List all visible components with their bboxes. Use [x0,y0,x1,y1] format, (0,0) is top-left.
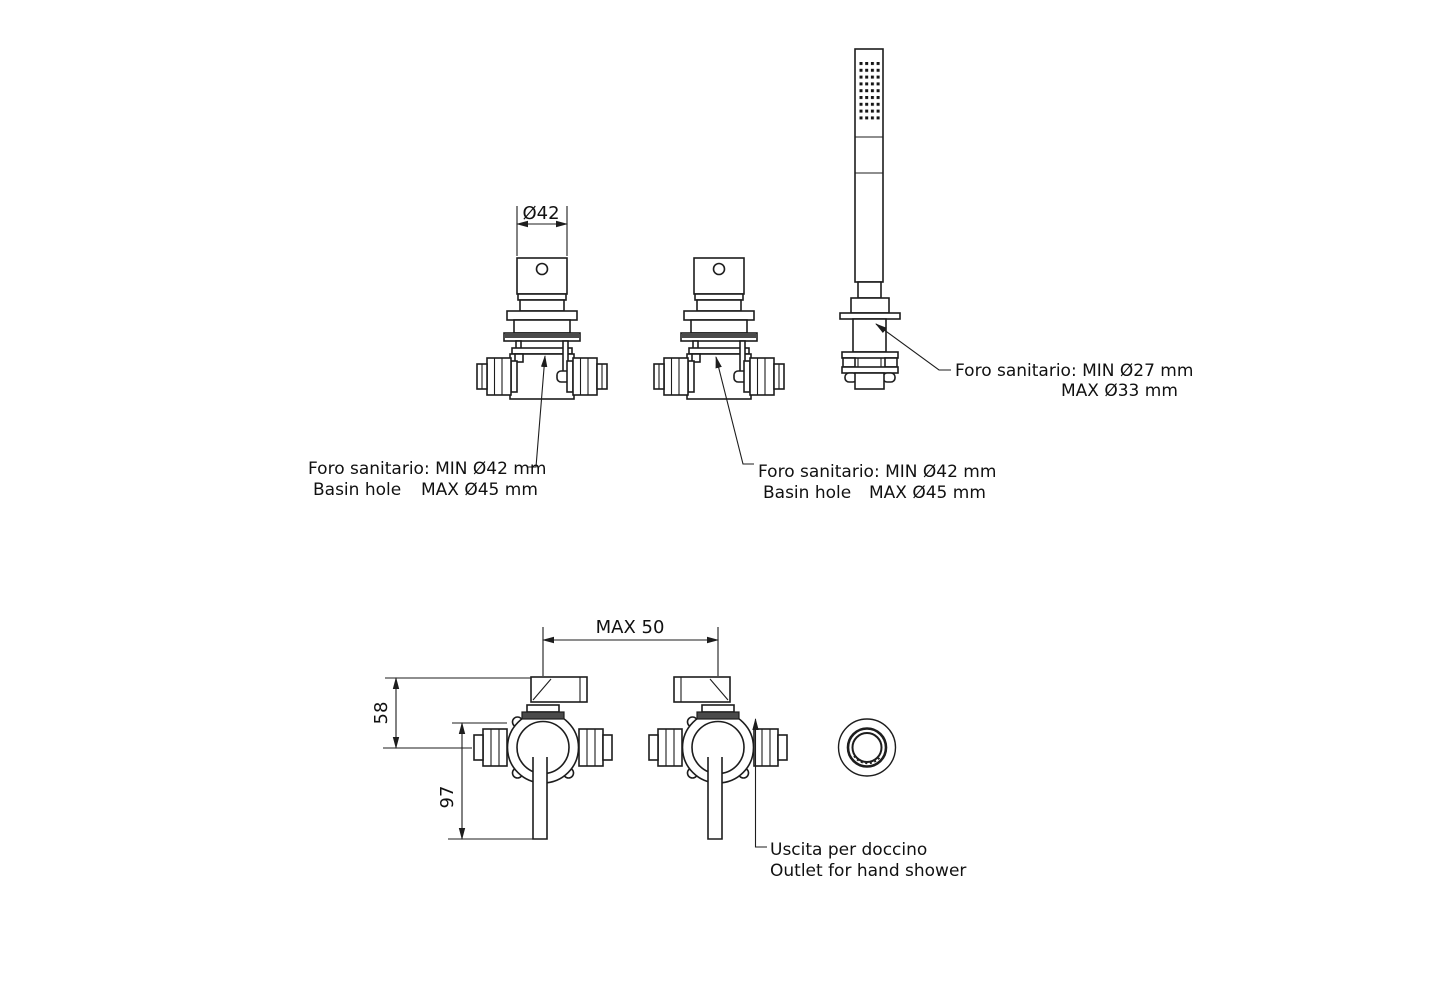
note-line2-value: MAX Ø45 mm [421,480,538,500]
note-line2: Outlet for hand shower [770,861,966,881]
deck-flange [839,312,901,320]
clamp-nut-right [884,357,898,368]
valve-top-view-2 [648,676,788,840]
dim-center-distance-label: MAX 50 [596,617,665,638]
spout-pipe [530,676,588,703]
leader-basin-hole-middle [715,356,754,465]
valve-side-view-1 [476,257,608,400]
dim-height-total: 97 [437,722,547,840]
note-basin-hole-middle: Foro sanitario: MIN Ø42 mm Basin hole MA… [758,462,996,503]
clamp-nut-left [842,357,856,368]
note-shower-hole: Foro sanitario: MIN Ø27 mm MAX Ø33 mm [955,361,1193,401]
valve-top-view-1 [473,676,613,840]
shower-socket-top-view [837,718,897,777]
dim-center-distance: MAX 50 [542,617,719,676]
dim-height-to-spout: 58 [371,677,531,749]
note-line2: MAX Ø33 mm [1061,381,1178,401]
spout-pipe [673,676,731,703]
hand-shower-side-view [839,48,901,390]
note-line2-label: Basin hole [313,480,401,500]
socket-inner-ring [851,732,883,763]
note-line2-value: MAX Ø45 mm [869,483,986,503]
dim-handle-diameter-label: Ø42 [522,203,559,224]
clamp-plate-lower [841,366,899,374]
note-line1: Foro sanitario: MIN Ø27 mm [955,361,1193,381]
note-basin-hole-left: Foro sanitario: MIN Ø42 mm Basin hole MA… [308,459,546,500]
leader-shower-outlet [752,718,767,848]
leader-basin-hole-left [527,355,548,468]
hose-connector [854,372,885,390]
socket-knurl [853,755,882,765]
clamp-plate-upper [841,351,899,359]
note-line2-label: Basin hole [763,483,851,503]
spray-face [858,61,880,120]
leader-shower-hole [875,323,951,371]
holder-collar [850,297,890,314]
note-line1: Uscita per doccino [770,840,927,860]
holder-shaft [852,318,887,353]
wand-neck [857,281,882,299]
dim-height-total-label: 97 [437,786,458,809]
dim-height-to-spout-label: 58 [371,702,392,725]
note-line1: Foro sanitario: MIN Ø42 mm [758,462,996,482]
dim-handle-diameter: Ø42 [516,203,568,256]
valve-side-view-2 [653,257,785,400]
note-shower-outlet: Uscita per doccino Outlet for hand showe… [770,840,966,881]
note-line1: Foro sanitario: MIN Ø42 mm [308,459,546,479]
